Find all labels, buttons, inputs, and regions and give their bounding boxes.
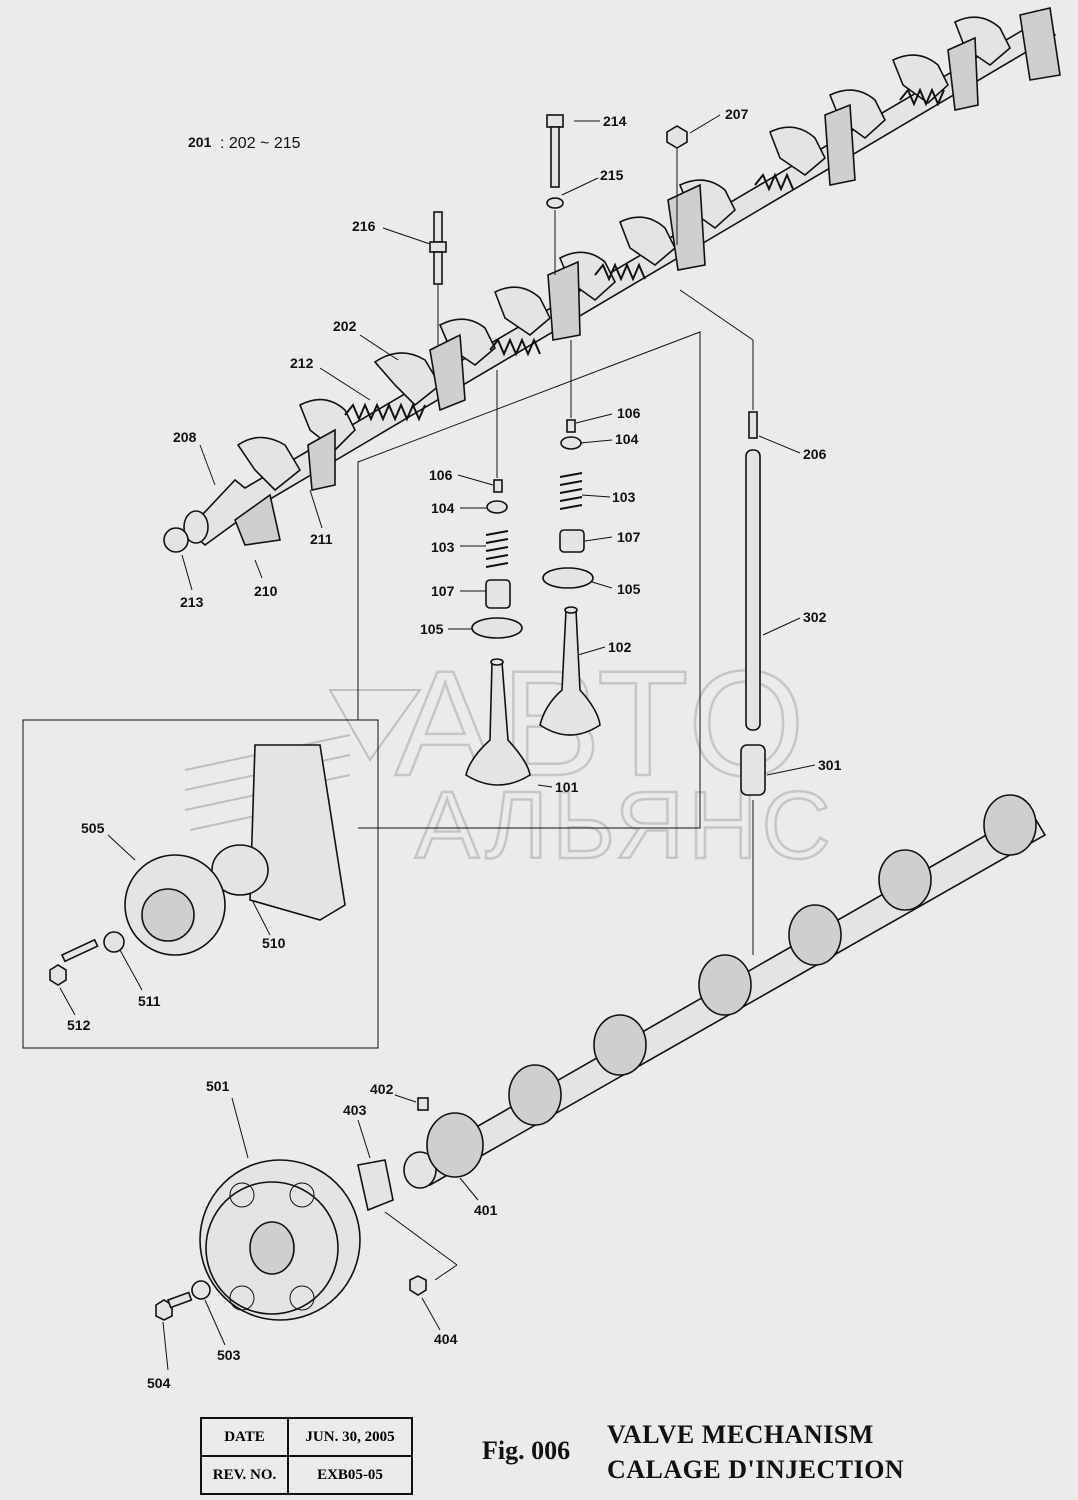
callout-105-left: 105: [420, 621, 444, 637]
rocker-springs: [344, 87, 945, 422]
callout-401: 401: [474, 1202, 498, 1218]
callout-403: 403: [343, 1102, 367, 1118]
callout-206: 206: [803, 446, 827, 462]
rev-value: EXB05-05: [287, 1455, 413, 1495]
callout-105-right: 105: [617, 581, 641, 597]
callout-107-right: 107: [617, 529, 641, 545]
camshaft: [403, 794, 1047, 1189]
callout-510: 510: [262, 935, 286, 951]
revision-table: DATE JUN. 30, 2005 REV. NO. EXB05-05: [200, 1417, 413, 1495]
callout-512: 512: [67, 1017, 91, 1033]
timing-cover-parts: [49, 744, 346, 986]
assembly-ref-range: : 202 ~ 215: [220, 135, 301, 152]
assembly-ref-number: 201: [188, 134, 212, 150]
title-french: CALAGE D'INJECTION: [607, 1455, 905, 1484]
title-english: VALVE MECHANISM: [607, 1420, 874, 1449]
callout-505: 505: [81, 820, 105, 836]
callout-215: 215: [600, 167, 624, 183]
rev-label: REV. NO.: [200, 1455, 289, 1495]
callout-104-right: 104: [615, 431, 639, 447]
callout-503: 503: [217, 1347, 241, 1363]
callout-106-right: 106: [617, 405, 641, 421]
callout-104-left: 104: [431, 500, 455, 516]
callout-504: 504: [147, 1375, 171, 1391]
callout-214: 214: [603, 113, 627, 129]
callout-210: 210: [254, 583, 278, 599]
callout-101: 101: [555, 779, 579, 795]
callout-212: 212: [290, 355, 314, 371]
callout-301: 301: [818, 757, 842, 773]
callout-501: 501: [206, 1078, 230, 1094]
camshaft-gear-parts: [155, 1097, 458, 1321]
valve-detail-frame: [357, 331, 701, 829]
callout-102: 102: [608, 639, 632, 655]
callout-107-left: 107: [431, 583, 455, 599]
callout-211: 211: [310, 531, 333, 547]
date-label: DATE: [200, 1417, 289, 1457]
callout-216: 216: [352, 218, 376, 234]
push-rod-tappet: [679, 289, 766, 955]
callout-103-right: 103: [612, 489, 636, 505]
timing-cover-detail-frame: [22, 719, 379, 1049]
callout-302: 302: [803, 609, 827, 625]
valve-parts: [465, 340, 601, 786]
rocker-bracket: [234, 7, 1061, 546]
callout-213: 213: [180, 594, 204, 610]
watermark-line2: АЛЬЯНС: [415, 772, 835, 879]
callout-202: 202: [333, 318, 357, 334]
fasteners-top: [429, 114, 688, 345]
callout-208: 208: [173, 429, 197, 445]
callout-106-left: 106: [429, 467, 453, 483]
callout-402: 402: [370, 1081, 394, 1097]
figure-number: Fig. 006: [482, 1436, 571, 1465]
callout-207: 207: [725, 106, 749, 122]
callout-404: 404: [434, 1331, 458, 1347]
callout-511: 511: [138, 993, 161, 1009]
callout-103-left: 103: [431, 539, 455, 555]
rocker-shaft-assembly: [163, 7, 1061, 553]
title-block: DATE JUN. 30, 2005 REV. NO. EXB05-05: [200, 1417, 413, 1495]
leader-lines: [59, 114, 816, 1371]
date-value: JUN. 30, 2005: [287, 1417, 413, 1457]
snap-ring: [163, 527, 189, 553]
